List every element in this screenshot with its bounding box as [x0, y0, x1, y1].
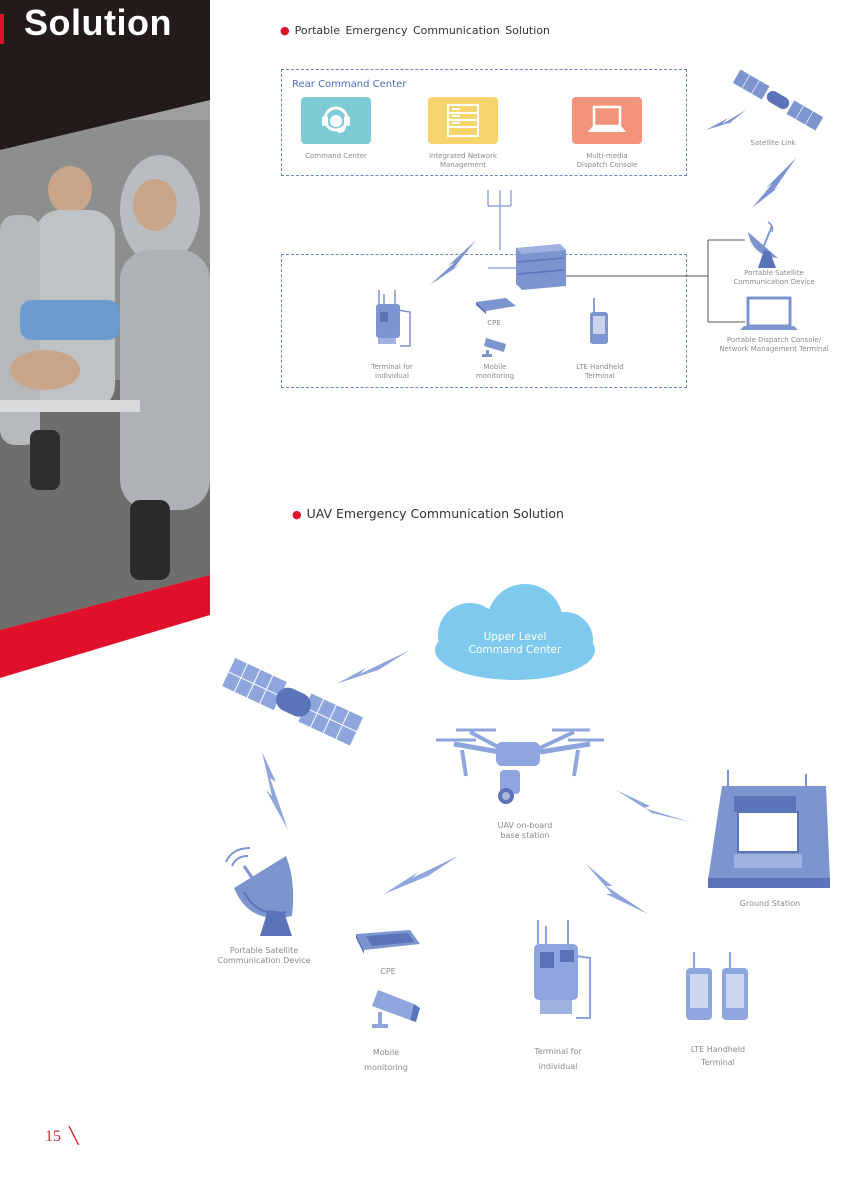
wireless-signal-icon [430, 110, 796, 285]
section-heading-portable: ● Portable Emergency Communication Soluti… [280, 24, 550, 37]
satellite-dish-icon [225, 847, 294, 936]
rear-command-center-label: Rear Command Center [292, 79, 407, 90]
uav-drone-icon [436, 728, 604, 804]
terminal-individual-label: Terminal for individual [371, 363, 413, 380]
lte-handheld-label: LTE Handheld Terminal [576, 363, 624, 380]
satellite-icon [220, 656, 365, 747]
satellite-icon [732, 68, 824, 132]
satellite-dish-icon [748, 221, 778, 268]
satellite-link-label: Satellite Link [750, 139, 796, 147]
section-heading-text: UAV Emergency Communication Solution [306, 506, 564, 521]
surveillance-camera-icon [372, 990, 420, 1028]
antenna-mast-icon [487, 190, 526, 269]
rear-command-center-box [281, 69, 687, 176]
cpe-label: CPE [380, 967, 396, 976]
dispatch-laptop-icon [740, 296, 798, 330]
surveillance-camera-icon [482, 338, 506, 357]
bullet-dot: ● [280, 24, 290, 37]
cpe-label: CPE [487, 319, 501, 327]
individual-terminal-icon [534, 920, 591, 1019]
portable-satellite-label: Portable Satellite Communication Device [217, 946, 311, 965]
server-icon [447, 104, 479, 137]
terminal-individual-label: Terminal for individual [534, 1047, 582, 1071]
bullet-dot: ● [292, 508, 302, 521]
uav-base-station-label: UAV on-board base station [497, 821, 553, 840]
mobile-monitoring-label: Mobile monitoring [475, 363, 515, 380]
wireless-signal-icon [262, 650, 690, 914]
lte-handheld-icon [686, 952, 748, 1020]
mobile-monitoring-label: Mobile monitoring [364, 1048, 408, 1072]
command-center-label: Command Center [305, 152, 367, 160]
base-station-icon [516, 244, 566, 290]
headset-icon [322, 106, 350, 133]
portable-satellite-label: Portable Satellite Communication Device [733, 269, 815, 286]
cpe-device-icon [356, 930, 420, 954]
field-equipment-box [281, 254, 687, 388]
laptop-icon [588, 105, 626, 132]
page-title: Solution [24, 2, 172, 43]
rescue-photo-illustration [0, 0, 210, 678]
network-management-tile [428, 97, 498, 144]
lte-handheld-icon [590, 298, 608, 344]
portable-solution-diagram [376, 68, 824, 357]
section-heading-uav: ● UAV Emergency Communication Solution [292, 506, 564, 521]
upper-command-center-label: Upper Level Command Center [468, 631, 562, 656]
individual-terminal-icon [376, 290, 411, 347]
page-number-text: 15 [45, 1128, 61, 1145]
network-management-label: Integrated Network Management [428, 152, 498, 169]
dispatch-console-label: Multi-media Dispatch Console [576, 152, 638, 169]
command-center-tile [301, 97, 371, 144]
dispatch-console-tile [572, 97, 642, 144]
section-heading-text: Portable Emergency Communication Solutio… [294, 24, 551, 37]
ground-station-label: Ground Station [739, 899, 801, 908]
page-number: 15 ╲ [45, 1126, 79, 1146]
lte-handheld-label: LTE Handheld Terminal [690, 1045, 746, 1067]
portable-dispatch-label: Portable Dispatch Console/ Network Manag… [719, 336, 829, 353]
ground-station-icon [708, 770, 830, 888]
page-number-slash-icon: ╲ [69, 1128, 79, 1145]
cpe-device-icon [476, 298, 516, 314]
cover-photo-band [0, 0, 215, 690]
